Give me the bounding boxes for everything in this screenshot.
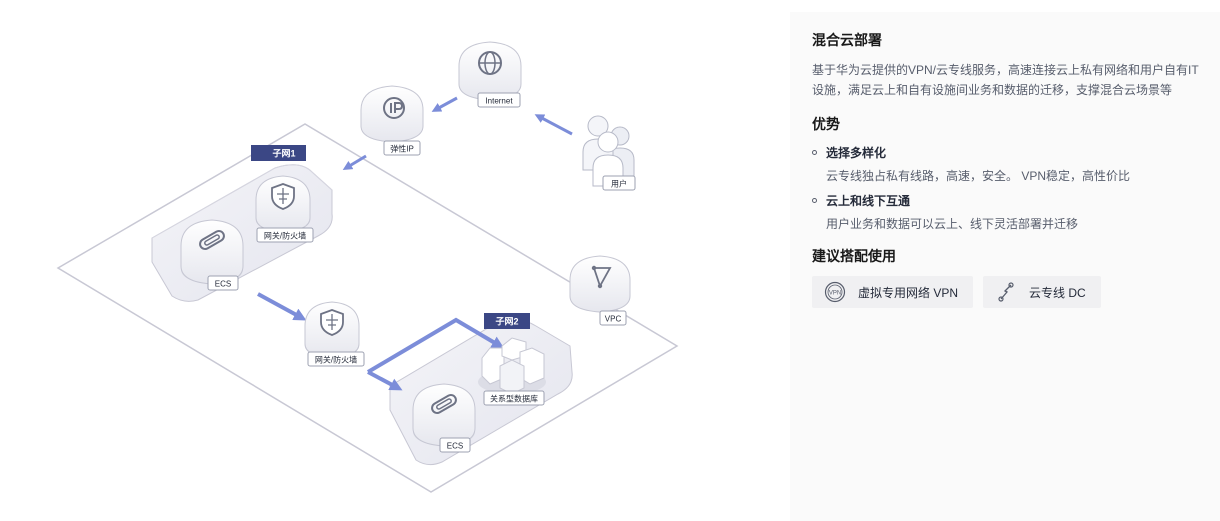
recommend-dc-label: 云专线 DC <box>1029 285 1086 300</box>
bullet-icon <box>812 150 817 155</box>
arrow-user-to-internet <box>534 114 573 136</box>
vpn-icon: VPN <box>824 281 846 303</box>
user-node: 用户 <box>582 115 636 191</box>
scenario-panel: 混合云部署 基于华为云提供的VPN/云专线服务，高速连接云上私有网络和用户自有I… <box>790 12 1220 521</box>
arrow-ecs-to-firewall <box>257 292 307 321</box>
subnet-1-tag: 子网1 <box>251 145 306 161</box>
firewall-shield-icon <box>271 183 295 210</box>
direct-connect-icon <box>995 281 1017 303</box>
recommend-vpn-label: 虚拟专用网络 VPN <box>858 285 959 300</box>
ecs-node-2: ECS <box>412 383 476 453</box>
vpc-triangle-icon <box>591 265 612 289</box>
recommendation-list: VPN 虚拟专用网络 VPN 云专线 DC <box>812 276 1202 308</box>
eip-node: 弹性IP <box>360 85 424 156</box>
ecs-2-label: ECS <box>447 442 463 451</box>
subnet-2-tag: 子网2 <box>484 313 530 329</box>
ecs-clip-icon <box>199 230 225 250</box>
gateway-firewall-2-label: 网关/防火墙 <box>315 355 357 365</box>
eip-icon <box>383 97 405 119</box>
recommend-dc-button[interactable]: 云专线 DC <box>983 276 1101 308</box>
arrow-eip-to-subnet <box>342 154 367 170</box>
bullet-icon <box>812 198 817 203</box>
panel-title: 混合云部署 <box>812 32 882 48</box>
rds-label: 关系型数据库 <box>490 394 538 404</box>
database-hexagon-icon <box>481 337 545 395</box>
ecs-1-label: ECS <box>215 280 231 289</box>
advantage-item: 选择多样化 云专线独占私有线路，高速，安全。 VPN稳定，高性价比 <box>812 144 1202 184</box>
advantages-heading: 优势 <box>812 116 840 132</box>
firewall-shield-icon <box>320 309 344 336</box>
advantage-desc: 用户业务和数据可以云上、线下灵活部署并迁移 <box>826 217 1079 231</box>
arrow-internet-to-eip <box>431 96 458 112</box>
subnet-2-label: 子网2 <box>495 317 518 327</box>
user-label: 用户 <box>611 179 627 189</box>
eip-label: 弹性IP <box>390 144 414 154</box>
vpc-label: VPC <box>605 315 622 324</box>
ecs-clip-icon <box>431 394 457 414</box>
internet-node: Internet <box>458 41 522 108</box>
internet-globe-icon <box>478 51 502 75</box>
internet-label: Internet <box>485 97 513 106</box>
architecture-diagram: Internet 弹性IP 用户 子网1 <box>56 41 679 493</box>
rds-node: 关系型数据库 <box>478 337 546 406</box>
recommend-vpn-button[interactable]: VPN 虚拟专用网络 VPN <box>812 276 973 308</box>
subnet-1-label: 子网1 <box>272 149 295 159</box>
advantage-title: 选择多样化 <box>826 146 887 160</box>
vpc-node: VPC <box>569 255 631 326</box>
advantage-desc: 云专线独占私有线路，高速，安全。 VPN稳定，高性价比 <box>826 169 1131 183</box>
arrow-into-ecs2 <box>367 370 403 391</box>
firewall-node-1: 网关/防火墙 <box>255 175 314 243</box>
gateway-firewall-1-label: 网关/防火墙 <box>264 231 306 241</box>
advantage-item: 云上和线下互通 用户业务和数据可以云上、线下灵活部署并迁移 <box>812 192 1202 232</box>
arrow-firewall-to-subnet2 <box>366 317 505 374</box>
advantage-title: 云上和线下互通 <box>826 194 911 208</box>
user-group-icon <box>582 115 635 187</box>
recommend-heading: 建议搭配使用 <box>812 248 896 264</box>
ecs-node-1: ECS <box>180 219 244 291</box>
firewall-node-2: 网关/防火墙 <box>304 301 365 367</box>
panel-description: 基于华为云提供的VPN/云专线服务，高速连接云上私有网络和用户自有IT设施，满足… <box>812 63 1199 97</box>
svg-text:VPN: VPN <box>829 291 841 297</box>
